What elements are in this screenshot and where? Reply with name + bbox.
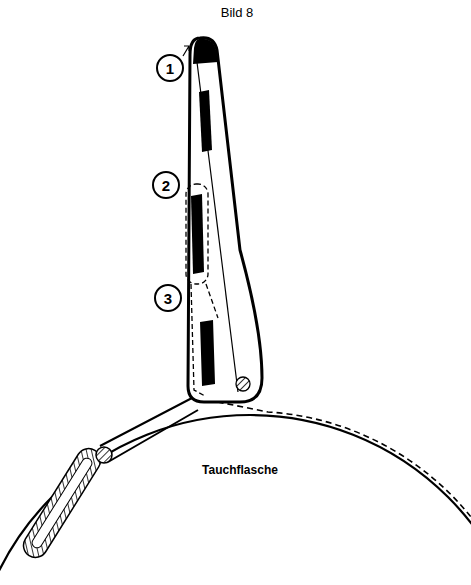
- callout-number: 2: [162, 177, 170, 194]
- blade-edge: [197, 62, 238, 392]
- knife-sheath: [188, 38, 262, 402]
- tank-outline: [0, 415, 471, 585]
- title: Bild 8: [221, 5, 254, 20]
- slot: [200, 320, 215, 386]
- callout-circle: [153, 172, 179, 198]
- callout-number-box: 3: [164, 290, 172, 307]
- rivet: [96, 447, 112, 463]
- strap-dashed: [198, 398, 471, 517]
- callout-circle: [155, 285, 181, 311]
- slot-outline: [186, 184, 208, 284]
- callout-circle: [157, 55, 183, 81]
- callout-number-box: 1: [166, 60, 174, 77]
- strap: [100, 398, 198, 462]
- rivet: [236, 377, 250, 391]
- callout-number: 1: [166, 60, 174, 77]
- callout-number: 3: [164, 290, 172, 307]
- slot: [199, 90, 212, 152]
- slot-outline: [191, 284, 218, 396]
- pointer: [183, 46, 189, 56]
- buckle: [19, 444, 105, 562]
- callout-number-box: 2: [162, 177, 170, 194]
- part-label-box: Tauchflasche: [202, 463, 278, 477]
- slot: [191, 194, 204, 274]
- handle-tip: [193, 39, 218, 64]
- title-box: Bild 8: [221, 5, 254, 20]
- part-label: Tauchflasche: [202, 463, 278, 477]
